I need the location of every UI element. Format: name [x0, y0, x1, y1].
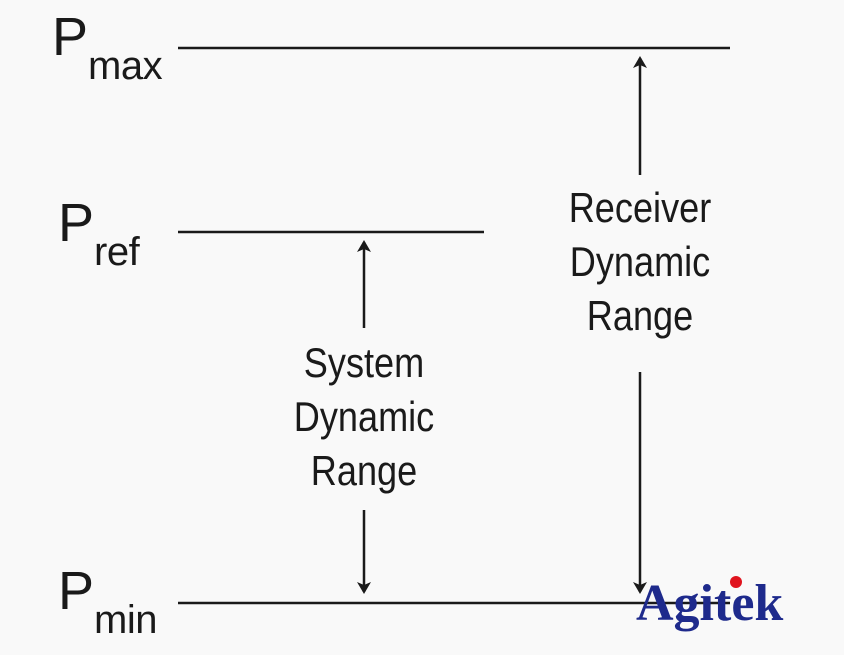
pref-label: Pref [58, 193, 140, 272]
system-range-line1: System [303, 339, 425, 386]
pref-label-main: P [58, 193, 94, 253]
pref-label-sub: ref [94, 230, 140, 274]
pmin-label: Pmin [58, 561, 157, 640]
agitek-logo-text: Agitek [636, 575, 784, 632]
agitek-logo: Agitek [636, 572, 841, 642]
pmin-label-main: P [58, 561, 94, 621]
receiver-range-line2: Dynamic [569, 238, 711, 285]
receiver-range-line1: Receiver [568, 184, 712, 231]
receiver-dynamic-range-label: Receiver Dynamic Range [544, 181, 737, 343]
system-dynamic-range-label: System Dynamic Range [269, 336, 458, 498]
pmax-label: Pmax [52, 7, 163, 86]
system-range-line3: Range [310, 447, 418, 494]
pmax-label-sub: max [88, 44, 163, 88]
system-range-line2: Dynamic [293, 393, 435, 440]
pmax-label-main: P [52, 7, 88, 67]
receiver-range-line3: Range [586, 292, 694, 339]
pmin-label-sub: min [94, 598, 157, 642]
agitek-logo-dot [730, 576, 742, 588]
